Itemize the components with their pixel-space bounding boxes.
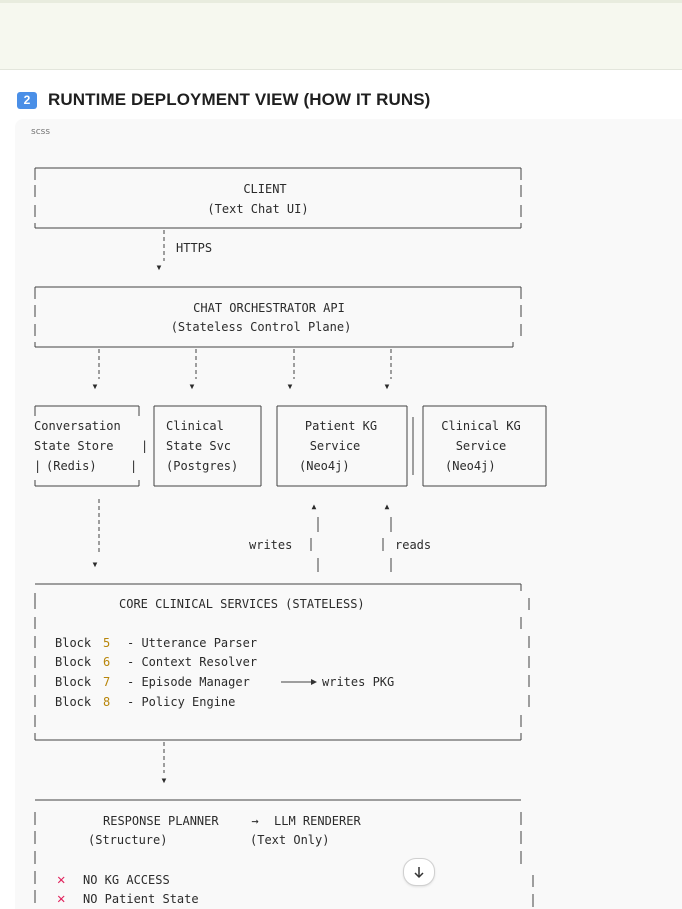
core-services-box: CORE CLINICAL SERVICES (STATELESS) Block…: [34, 583, 530, 741]
core-connector: ▾: [160, 742, 168, 787]
top-band: [0, 0, 682, 70]
store-line-3: (Postgres): [166, 459, 238, 473]
block-line: Block 7 - Episode Manager writes PKG: [55, 675, 394, 689]
store-line-2: Service: [310, 439, 361, 453]
svg-text:▴: ▴: [310, 499, 317, 513]
svg-text:6: 6: [103, 655, 110, 669]
store-line-1: Patient KG: [305, 419, 377, 433]
svg-text:- Utterance Parser: - Utterance Parser: [127, 636, 257, 650]
store-line-2: Service: [456, 439, 507, 453]
svg-text:▾: ▾: [160, 773, 167, 787]
episode-writes-note: writes PKG: [322, 675, 394, 689]
store-line-1: Clinical: [166, 419, 224, 433]
code-language-label: scss: [31, 127, 51, 137]
planner-left-subtitle: (Structure): [88, 833, 167, 847]
section-heading: 2 RUNTIME DEPLOYMENT VIEW (HOW IT RUNS): [17, 89, 430, 111]
svg-text:- Episode Manager: - Episode Manager: [127, 675, 250, 689]
svg-text:5: 5: [103, 636, 110, 650]
block-line: Block 5 - Utterance Parser: [55, 636, 257, 650]
writes-connector: ▴ writes: [249, 499, 319, 572]
store-box-conversation: Conversation State Store | | (Redis) |: [34, 405, 148, 487]
orchestrator-subtitle: (Stateless Control Plane): [171, 320, 352, 334]
code-block[interactable]: scss CLIENT (Text Chat UI) ▾ HTTPS: [15, 119, 682, 909]
redis-connector: ▾: [91, 499, 100, 571]
reads-label: reads: [395, 538, 431, 552]
client-box: CLIENT (Text Chat UI): [34, 167, 522, 229]
store-line-2: State Store: [34, 439, 113, 453]
svg-text:▾: ▾: [188, 379, 195, 393]
planner-right-subtitle: (Text Only): [250, 833, 329, 847]
svg-text:- Context Resolver: - Context Resolver: [127, 655, 257, 669]
red-cross-icon: ✕: [57, 891, 65, 907]
orchestrator-box: CHAT ORCHESTRATOR API (Stateless Control…: [34, 286, 522, 348]
planner-left-title: RESPONSE PLANNER: [103, 814, 219, 828]
store-box-clinical-kg: Clinical KG Service (Neo4j): [422, 405, 547, 487]
ascii-diagram: CLIENT (Text Chat UI) ▾ HTTPS CHAT ORCHE…: [34, 167, 547, 907]
planner-arrow: →: [251, 814, 258, 828]
svg-text:8: 8: [103, 695, 110, 709]
orchestrator-fanout: ▾ ▾ ▾ ▾: [91, 349, 392, 393]
store-line-1: Clinical KG: [441, 419, 520, 433]
core-title: CORE CLINICAL SERVICES (STATELESS): [119, 597, 365, 611]
writes-label: writes: [249, 538, 292, 552]
svg-text:Block: Block: [55, 695, 92, 709]
client-subtitle: (Text Chat UI): [207, 202, 308, 216]
https-label: HTTPS: [176, 241, 212, 255]
svg-text:▾: ▾: [91, 379, 98, 393]
block-line: Block 8 - Policy Engine: [55, 695, 235, 709]
keycap-number-badge: 2: [17, 91, 37, 109]
store-line-3: (Redis): [46, 459, 97, 473]
store-line-2: State Svc: [166, 439, 231, 453]
planner-rule: ✕ NO KG ACCESS: [57, 872, 170, 888]
reads-connector: ▴ reads: [382, 499, 431, 572]
svg-text:|: |: [34, 459, 41, 473]
svg-text:▾: ▾: [91, 557, 98, 571]
planner-box: RESPONSE PLANNER → LLM RENDERER (Structu…: [34, 799, 534, 907]
store-box-clinical-state: Clinical State Svc (Postgres): [153, 405, 262, 487]
svg-text:7: 7: [103, 675, 110, 689]
svg-text:|: |: [141, 439, 148, 453]
svg-text:▴: ▴: [383, 499, 390, 513]
store-line-3: (Neo4j): [445, 459, 496, 473]
svg-text:▾: ▾: [383, 379, 390, 393]
red-cross-icon: ✕: [57, 872, 65, 888]
svg-text:▾: ▾: [286, 379, 293, 393]
store-line-3: (Neo4j): [299, 459, 350, 473]
block-line: Block 6 - Context Resolver: [55, 655, 257, 669]
orchestrator-title: CHAT ORCHESTRATOR API: [193, 301, 345, 315]
planner-rule: ✕ NO Patient State: [57, 891, 199, 907]
svg-text:|: |: [130, 459, 137, 473]
svg-text:Block: Block: [55, 655, 92, 669]
store-line-1: Conversation: [34, 419, 121, 433]
scroll-to-bottom-button[interactable]: [403, 858, 435, 886]
arrow-down-icon: [414, 867, 424, 879]
https-connector: ▾ HTTPS: [155, 230, 212, 274]
planner-right-title: LLM RENDERER: [274, 814, 361, 828]
svg-text:- Policy Engine: - Policy Engine: [127, 695, 235, 709]
svg-text:Block: Block: [55, 636, 92, 650]
svg-text:Block: Block: [55, 675, 92, 689]
svg-text:▾: ▾: [155, 260, 162, 274]
client-title: CLIENT: [243, 182, 286, 196]
section-title: RUNTIME DEPLOYMENT VIEW (HOW IT RUNS): [48, 90, 431, 109]
svg-text:NO KG ACCESS: NO KG ACCESS: [83, 873, 170, 887]
store-box-patient-kg: Patient KG Service (Neo4j): [276, 405, 414, 487]
svg-text:NO Patient State: NO Patient State: [83, 892, 199, 906]
